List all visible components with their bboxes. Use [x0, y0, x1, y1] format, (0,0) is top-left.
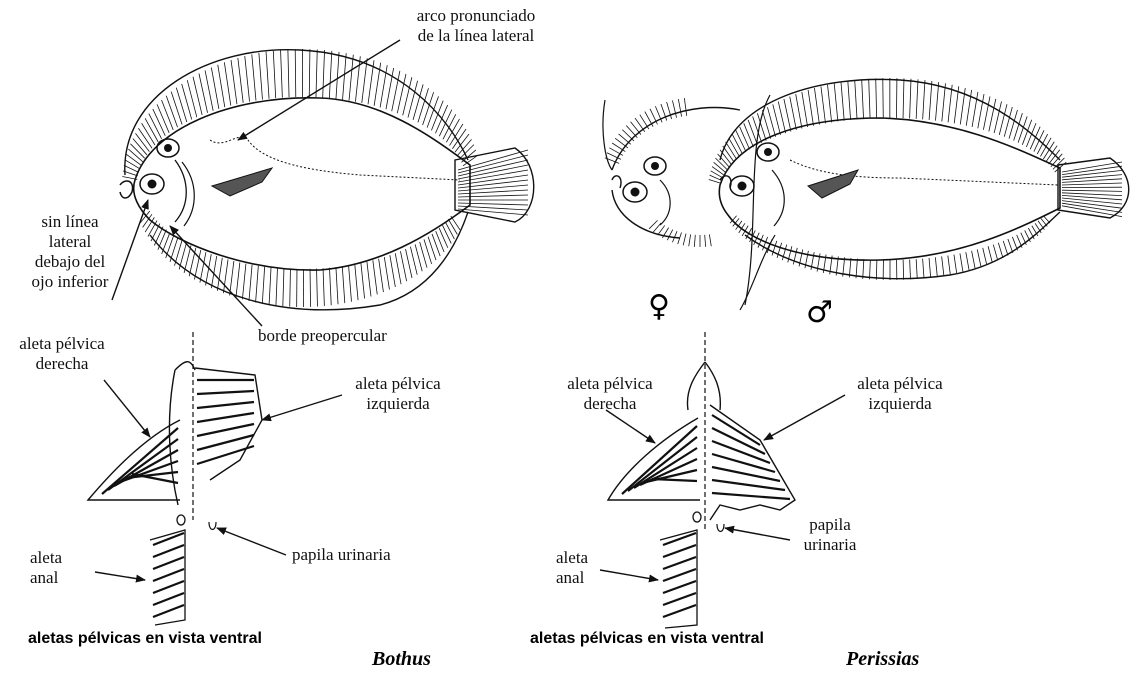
label-line: aleta pélvica: [838, 374, 962, 394]
bothus-dorsal-outline: [125, 50, 468, 175]
label-line: arco pronunciado: [386, 6, 566, 26]
label-line: urinaria: [790, 535, 870, 555]
bothus-tail: [455, 148, 534, 222]
label-no-lateral-line: sin línea lateral debajo del ojo inferio…: [20, 212, 120, 292]
arrow-preopercular: [170, 226, 262, 326]
arrow-bothus-anal: [95, 572, 145, 580]
bothus-pelvic-detail: [88, 332, 262, 625]
label-perissias-left-pelvic: aleta pélvica izquierda: [838, 374, 962, 414]
perissias-female-fish: [603, 98, 740, 247]
arrow-lateral-arc: [238, 40, 400, 140]
male-symbol: ♂: [806, 298, 833, 328]
label-perissias-urinary: papila urinaria: [790, 515, 870, 555]
label-line: aleta: [556, 548, 588, 568]
label-bothus-left-pelvic: aleta pélvica izquierda: [336, 374, 460, 414]
arrow-perissias-right-pelvic: [606, 410, 655, 443]
label-preopercular: borde preopercular: [258, 326, 387, 346]
label-line: derecha: [548, 394, 672, 414]
arrow-bothus-urinary: [217, 528, 286, 555]
label-line: anal: [30, 568, 62, 588]
label-lateral-arc: arco pronunciado de la línea lateral: [386, 6, 566, 46]
label-bothus-urinary: papila urinaria: [292, 545, 391, 565]
caption-bothus-ventral: aletas pélvicas en vista ventral: [28, 630, 262, 648]
label-perissias-anal: aleta anal: [556, 548, 588, 588]
bothus-fish: [120, 49, 534, 310]
label-line: aleta pélvica: [336, 374, 460, 394]
bothus-pectoral-fin: [212, 168, 272, 196]
label-line: aleta pélvica: [548, 374, 672, 394]
label-line: izquierda: [838, 394, 962, 414]
annotation-arrows: [95, 40, 845, 580]
arrow-perissias-anal: [600, 570, 658, 580]
arrow-perissias-left-pelvic: [764, 395, 845, 440]
bothus-preopercle: [175, 160, 186, 222]
bothus-anal-outline: [150, 212, 468, 310]
label-line: aleta: [30, 548, 62, 568]
label-bothus-anal: aleta anal: [30, 548, 62, 588]
label-line: aleta pélvica: [2, 334, 122, 354]
label-line: derecha: [2, 354, 122, 374]
perissias-body-outline: [719, 118, 1060, 260]
label-line: debajo del: [20, 252, 120, 272]
bothus-body-outline: [134, 98, 470, 270]
label-line: ojo inferior: [20, 272, 120, 292]
label-line: papila: [790, 515, 870, 535]
label-line: anal: [556, 568, 588, 588]
perissias-male-fish: [709, 78, 1129, 310]
female-symbol: ♀: [648, 292, 670, 322]
genus-bothus: Bothus: [372, 648, 431, 671]
label-line: izquierda: [336, 394, 460, 414]
bothus-lateral-line: [210, 137, 460, 180]
bothus-mouth: [120, 181, 133, 198]
label-bothus-right-pelvic: aleta pélvica derecha: [2, 334, 122, 374]
arrow-bothus-right-pelvic: [104, 380, 150, 437]
label-perissias-right-pelvic: aleta pélvica derecha: [548, 374, 672, 414]
perissias-male-filament: [745, 95, 770, 305]
label-line: lateral: [20, 232, 120, 252]
label-line: sin línea: [20, 212, 120, 232]
arrow-bothus-left-pelvic: [262, 395, 342, 420]
caption-perissias-ventral: aletas pélvicas en vista ventral: [530, 630, 764, 648]
arrow-perissias-urinary: [725, 528, 790, 540]
genus-perissias: Perissias: [846, 648, 919, 671]
label-line: de la línea lateral: [386, 26, 566, 46]
